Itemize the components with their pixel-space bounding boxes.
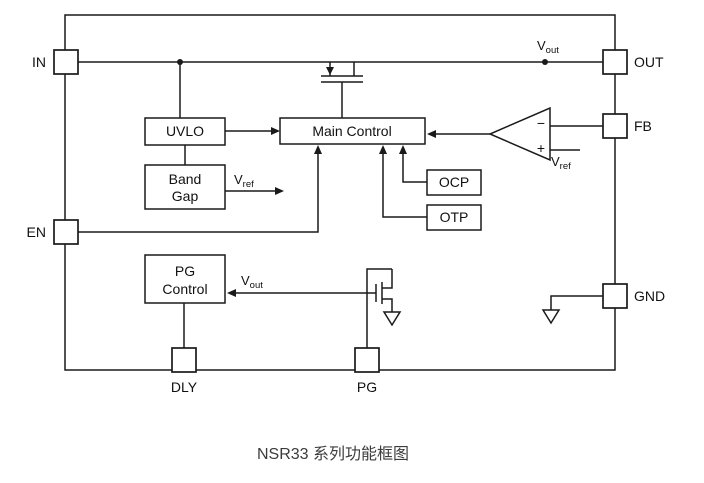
amp-minus-sign: − xyxy=(537,115,545,131)
pin-en-label: EN xyxy=(27,224,46,240)
pin-pg-box xyxy=(354,347,380,373)
vout-top-label: Vout xyxy=(537,38,559,56)
vref-out-arrowhead xyxy=(275,187,284,195)
pin-pg-label: PG xyxy=(357,379,377,395)
pin-dly-box xyxy=(171,347,197,373)
main-control-label: Main Control xyxy=(312,123,391,139)
pg-transistor-source-lead xyxy=(382,298,393,312)
bandgap-label-line1: Band xyxy=(169,171,202,187)
pin-out-label: OUT xyxy=(634,54,664,70)
main-control-block xyxy=(279,117,426,145)
bandgap-label-line2: Gap xyxy=(172,188,199,204)
pg-control-block xyxy=(144,254,226,304)
en-to-main-arrowhead xyxy=(314,145,322,154)
pin-out-box xyxy=(602,49,628,75)
bandgap-block xyxy=(144,164,226,210)
gnd-pin-wire xyxy=(550,295,603,310)
pin-in-box xyxy=(53,49,79,75)
pg-pin-wire xyxy=(366,268,392,348)
pg-control-label-line1: PG xyxy=(175,263,195,279)
diagram-caption: NSR33 系列功能框图 xyxy=(257,445,409,463)
ground-symbol-pg xyxy=(382,311,402,327)
ocp-to-main-wire xyxy=(402,152,427,183)
error-amplifier xyxy=(488,106,551,162)
pin-gnd-box xyxy=(602,283,628,309)
otp-label: OTP xyxy=(440,209,469,225)
vref-out-label: Vref xyxy=(234,172,254,190)
pin-fb-box xyxy=(602,113,628,139)
pass-transistor-arrow xyxy=(326,67,334,75)
junction-dot-vout xyxy=(542,59,548,65)
pin-fb-label: FB xyxy=(634,118,652,134)
vout-sense-arrowhead xyxy=(227,289,236,297)
pg-transistor-drain-lead xyxy=(382,269,393,289)
amp-to-main-arrowhead xyxy=(427,130,436,138)
ground-symbol-gnd xyxy=(541,309,561,325)
otp-to-main-wire xyxy=(382,152,427,218)
pg-transistor xyxy=(375,269,393,312)
pin-dly-label: DLY xyxy=(171,379,198,395)
uvlo-to-main-arrowhead xyxy=(271,127,280,135)
uvlo-label: UVLO xyxy=(166,123,204,139)
pg-control-label-line2: Control xyxy=(162,281,207,297)
pin-en-box xyxy=(53,219,79,245)
pin-in-label: IN xyxy=(32,54,46,70)
pass-transistor xyxy=(321,62,363,118)
otp-to-main-arrowhead xyxy=(379,145,387,154)
amp-plus-sign: + xyxy=(537,140,545,156)
ocp-label: OCP xyxy=(439,174,469,190)
pin-gnd-label: GND xyxy=(634,288,665,304)
vout-sense-label: Vout xyxy=(241,273,263,291)
ocp-to-main-arrowhead xyxy=(399,145,407,154)
en-wire xyxy=(78,152,319,233)
vref-amp-label: Vref xyxy=(551,154,571,172)
